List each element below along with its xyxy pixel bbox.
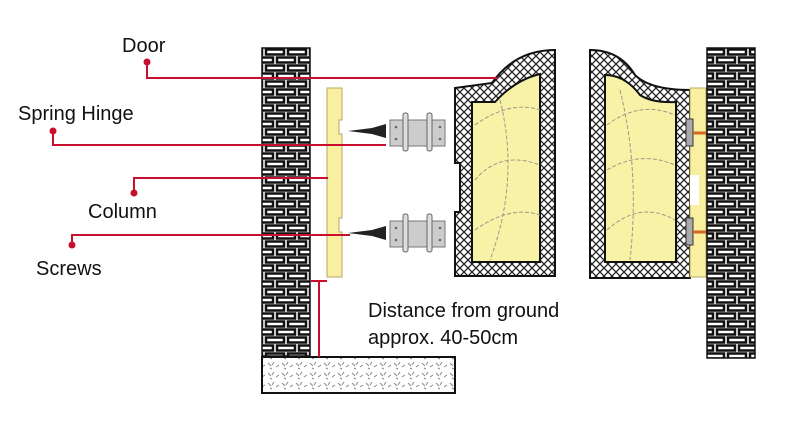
spring-hinge-label: Spring Hinge — [18, 103, 134, 125]
column-leader-line — [130, 177, 328, 197]
ground-distance-marker — [311, 280, 327, 357]
column-label: Column — [88, 201, 157, 223]
left-brick-wall — [261, 47, 311, 357]
spring-hinge-leader-line — [49, 127, 386, 146]
screw-icon — [348, 226, 386, 240]
ground-slab — [261, 356, 456, 394]
distance-label-line1: Distance from ground — [368, 300, 559, 322]
spring-hinge-icon — [389, 213, 446, 253]
door-label: Door — [122, 35, 166, 57]
right-door — [589, 48, 691, 279]
left-door — [454, 48, 556, 277]
screws-leader-line — [68, 234, 350, 249]
spring-hinge-icon — [389, 112, 446, 152]
left-column — [326, 87, 343, 278]
right-brick-wall — [706, 47, 756, 359]
hinge-plate-icon — [685, 118, 694, 147]
door-leader-line — [143, 58, 498, 79]
screws-label: Screws — [36, 258, 102, 280]
distance-label-line2: approx. 40-50cm — [368, 327, 518, 349]
hinge-plate-icon — [685, 217, 694, 246]
screw-icon — [348, 124, 386, 138]
